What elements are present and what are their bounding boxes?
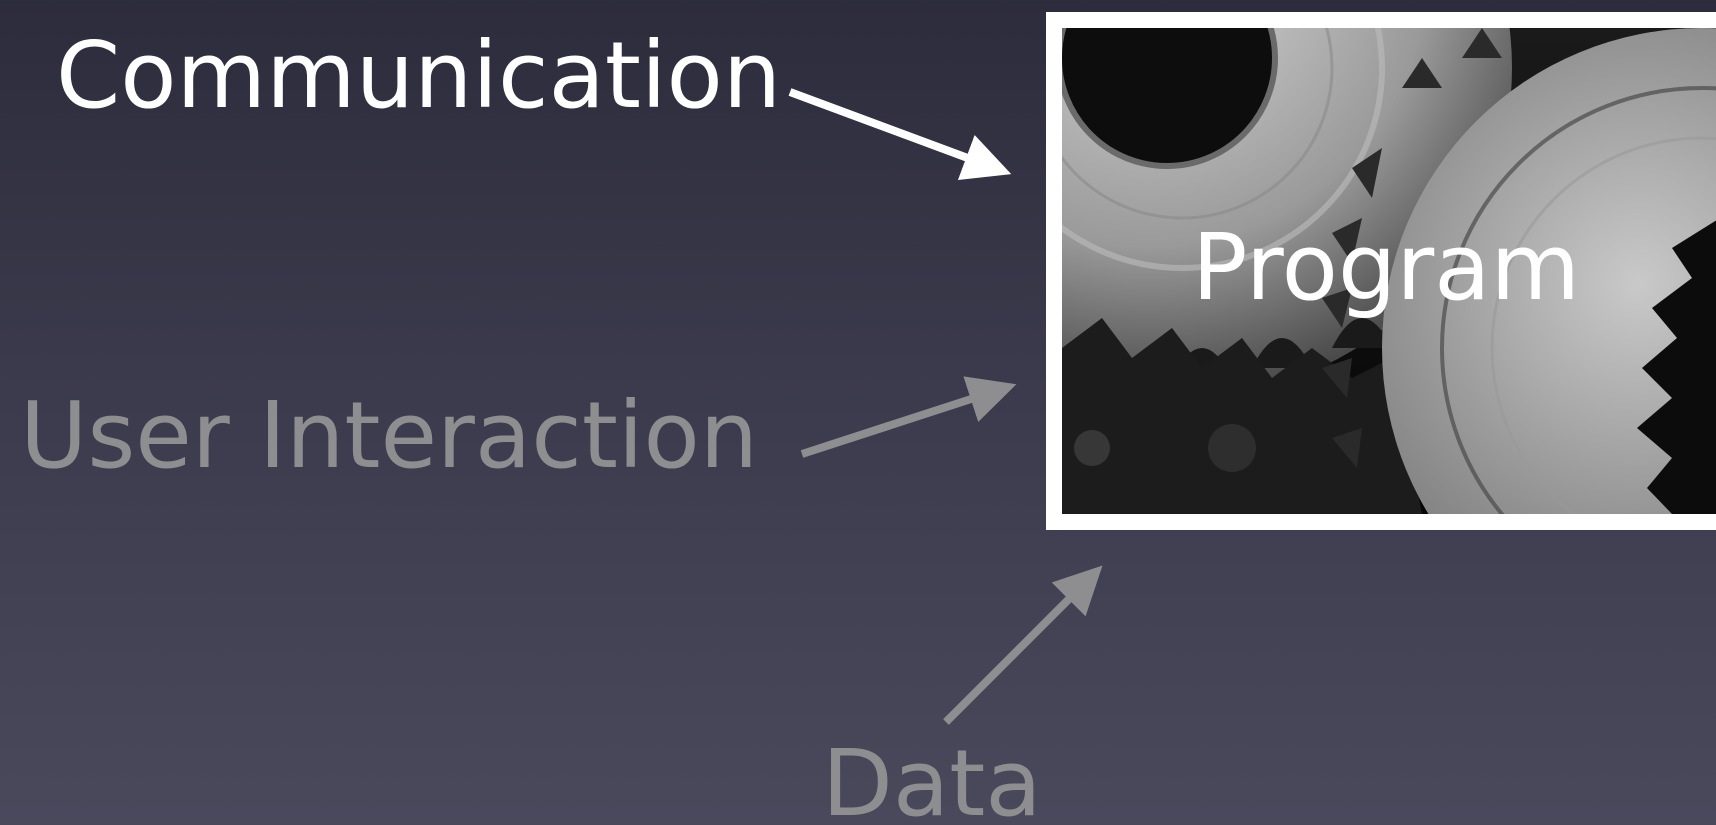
communication-arrow	[790, 92, 1000, 170]
data-label: Data	[822, 738, 1042, 825]
communication-label: Communication	[56, 30, 781, 122]
data-arrow	[946, 574, 1094, 722]
user-interaction-arrow	[802, 388, 1005, 454]
user-interaction-label: User Interaction	[20, 390, 758, 482]
program-label: Program	[1192, 222, 1580, 314]
